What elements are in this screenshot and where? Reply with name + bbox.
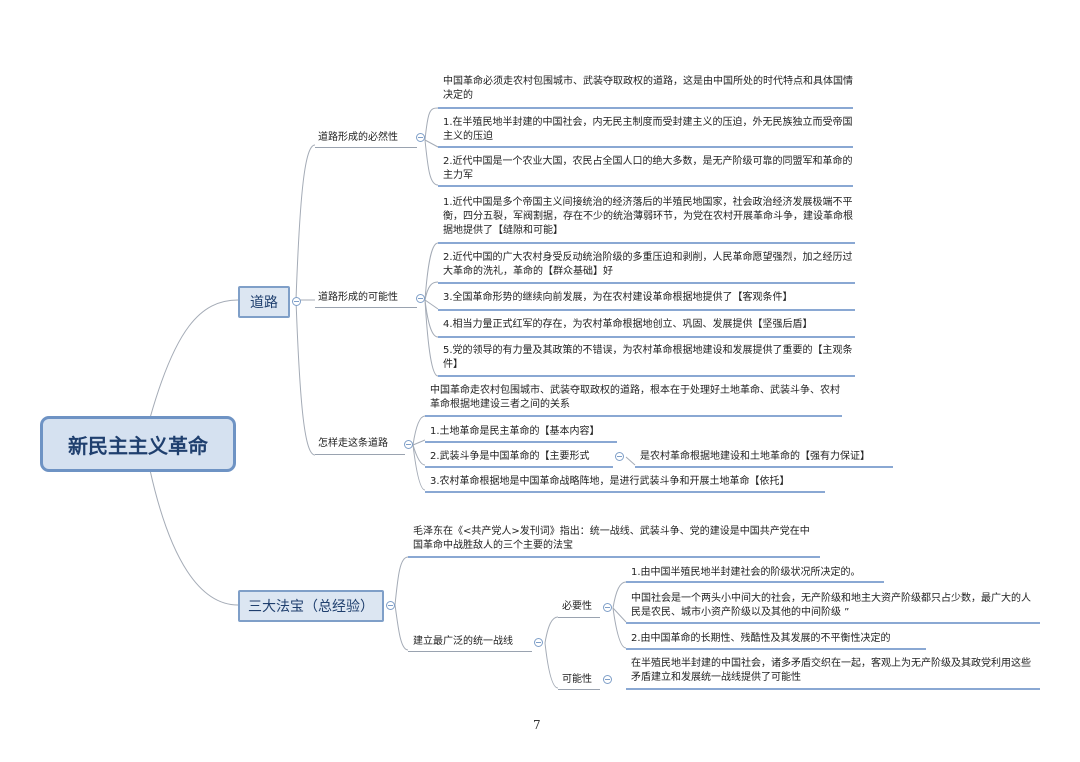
leaf-underline <box>626 581 884 583</box>
leaf-how-1[interactable]: 1.土地革命是民主革命的【基本内容】 <box>430 425 600 439</box>
underline-united-front <box>408 651 532 652</box>
underline-uf-possibility <box>558 689 600 690</box>
leaf-underline <box>438 185 853 187</box>
collapse-necessity-icon[interactable] <box>416 133 425 142</box>
node-united-front[interactable]: 建立最广泛的统一战线 <box>413 635 513 649</box>
collapse-united-front-icon[interactable] <box>534 638 543 647</box>
leaf-possibility-3[interactable]: 4.相当力量正式红军的存在，为农村革命根据地创立、巩固、发展提供【坚强后盾】 <box>443 318 813 332</box>
leaf-text: 4.相当力量正式红军的存在，为农村革命根据地创立、巩固、发展提供【坚强后盾】 <box>443 319 813 330</box>
leaf-uf-necessity-1[interactable]: 中国社会是一个两头小中间大的社会，无产阶级和地主大资产阶级都只占少数，最广大的人… <box>631 592 1036 620</box>
node-road[interactable]: 道路 <box>238 286 290 318</box>
leaf-possibility-2[interactable]: 3.全国革命形势的继续向前发展，为在农村建设革命根据地提供了【客观条件】 <box>443 291 793 305</box>
leaf-necessity-0[interactable]: 中国革命必须走农村包围城市、武装夺取政权的道路，这是由中国所处的时代特点和具体国… <box>443 75 853 103</box>
leaf-text: 1.在半殖民地半封建的中国社会，内无民主制度而受封建主义的压迫，外无民族独立而受… <box>443 117 853 142</box>
leaf-text: 5.党的领导的有力量及其政策的不错误，为农村革命根据地建设和发展提供了重要的【主… <box>443 345 853 370</box>
leaf-text: 1.由中国半殖民地半封建社会的阶级状况所决定的。 <box>631 567 861 578</box>
leaf-text: 1.土地革命是民主革命的【基本内容】 <box>430 426 600 437</box>
leaf-text: 1.近代中国是多个帝国主义间接统治的经济落后的半殖民地国家，社会政治经济发展极端… <box>443 197 853 236</box>
leaf-how-2-child[interactable]: 是农村革命根据地建设和土地革命的【强有力保证】 <box>640 450 870 464</box>
collapse-uf-necessity-icon[interactable] <box>603 603 612 612</box>
leaf-text: 2.由中国革命的长期性、残酷性及其发展的不平衡性决定的 <box>631 633 891 644</box>
leaf-uf-necessity-2[interactable]: 2.由中国革命的长期性、残酷性及其发展的不平衡性决定的 <box>631 632 891 646</box>
node-treasures[interactable]: 三大法宝（总经验） <box>238 590 384 622</box>
node-how[interactable]: 怎样走这条道路 <box>318 437 388 451</box>
node-uf-possibility-label: 可能性 <box>562 674 592 685</box>
node-uf-possibility[interactable]: 可能性 <box>562 673 592 687</box>
leaf-underline <box>438 309 855 311</box>
leaf-uf-necessity-0[interactable]: 1.由中国半殖民地半封建社会的阶级状况所决定的。 <box>631 566 861 580</box>
leaf-text: 是农村革命根据地建设和土地革命的【强有力保证】 <box>640 451 870 462</box>
leaf-underline <box>626 622 1040 624</box>
node-necessity-label: 道路形成的必然性 <box>318 132 398 143</box>
underline-necessity <box>315 147 417 148</box>
collapse-possibility-icon[interactable] <box>416 294 425 303</box>
leaf-uf-possibility[interactable]: 在半殖民地半封建的中国社会，诸多矛盾交织在一起，客观上为无产阶级及其政党利用这些… <box>631 657 1036 685</box>
leaf-treasures-intro[interactable]: 毛泽东在《<共产党人>发刊词》指出：统一战线、武装斗争、党的建设是中国共产党在中… <box>413 525 818 553</box>
node-treasures-label: 三大法宝（总经验） <box>248 599 374 615</box>
node-how-label: 怎样走这条道路 <box>318 438 388 449</box>
collapse-road-icon[interactable] <box>292 297 301 306</box>
leaf-how-intro[interactable]: 中国革命走农村包围城市、武装夺取政权的道路，根本在于处理好土地革命、武装斗争、农… <box>430 384 840 412</box>
root-label: 新民主主义革命 <box>68 433 208 458</box>
leaf-underline <box>425 491 825 493</box>
leaf-possibility-4[interactable]: 5.党的领导的有力量及其政策的不错误，为农村革命根据地建设和发展提供了重要的【主… <box>443 344 855 372</box>
leaf-underline <box>425 415 842 417</box>
collapse-how-icon[interactable] <box>404 440 413 449</box>
leaf-text: 中国社会是一个两头小中间大的社会，无产阶级和地主大资产阶级都只占少数，最广大的人… <box>631 593 1031 618</box>
leaf-underline <box>438 107 853 109</box>
node-road-label: 道路 <box>250 295 278 311</box>
leaf-text: 毛泽东在《<共产党人>发刊词》指出：统一战线、武装斗争、党的建设是中国共产党在中… <box>413 526 810 551</box>
leaf-text: 3.农村革命根据地是中国革命战略阵地，是进行武装斗争和开展土地革命【依托】 <box>430 476 790 487</box>
underline-possibility <box>315 307 417 308</box>
leaf-text: 在半殖民地半封建的中国社会，诸多矛盾交织在一起，客观上为无产阶级及其政党利用这些… <box>631 658 1031 683</box>
leaf-underline <box>438 336 855 338</box>
node-uf-necessity-label: 必要性 <box>562 601 592 612</box>
node-united-front-label: 建立最广泛的统一战线 <box>413 636 513 647</box>
node-possibility[interactable]: 道路形成的可能性 <box>318 291 398 305</box>
node-necessity[interactable]: 道路形成的必然性 <box>318 131 398 145</box>
collapse-how2-icon[interactable] <box>615 452 624 461</box>
root-node[interactable]: 新民主主义革命 <box>40 416 236 472</box>
node-uf-necessity[interactable]: 必要性 <box>562 600 592 614</box>
leaf-possibility-1[interactable]: 2.近代中国的广大农村身受反动统治阶级的多重压迫和剥削，人民革命愿望强烈，加之经… <box>443 251 855 279</box>
collapse-uf-possibility-icon[interactable] <box>603 675 612 684</box>
leaf-underline <box>438 375 855 377</box>
leaf-necessity-1[interactable]: 1.在半殖民地半封建的中国社会，内无民主制度而受封建主义的压迫，外无民族独立而受… <box>443 116 853 144</box>
leaf-possibility-0[interactable]: 1.近代中国是多个帝国主义间接统治的经济落后的半殖民地国家，社会政治经济发展极端… <box>443 196 855 238</box>
collapse-treasures-icon[interactable] <box>386 601 395 610</box>
leaf-underline <box>408 556 820 558</box>
leaf-how-3[interactable]: 3.农村革命根据地是中国革命战略阵地，是进行武装斗争和开展土地革命【依托】 <box>430 475 790 489</box>
leaf-text: 中国革命必须走农村包围城市、武装夺取政权的道路，这是由中国所处的时代特点和具体国… <box>443 76 853 101</box>
leaf-text: 2.武装斗争是中国革命的【主要形式 <box>430 451 590 462</box>
leaf-underline <box>626 688 1040 690</box>
leaf-text: 2.近代中国是一个农业大国，农民占全国人口的绝大多数，是无产阶级可靠的同盟军和革… <box>443 156 853 181</box>
underline-how <box>315 454 405 455</box>
leaf-underline <box>635 466 893 468</box>
page-number: 7 <box>533 718 541 732</box>
leaf-underline <box>626 648 926 650</box>
leaf-underline <box>438 282 855 284</box>
leaf-necessity-2[interactable]: 2.近代中国是一个农业大国，农民占全国人口的绝大多数，是无产阶级可靠的同盟军和革… <box>443 155 853 183</box>
underline-uf-necessity <box>558 617 600 618</box>
leaf-text: 中国革命走农村包围城市、武装夺取政权的道路，根本在于处理好土地革命、武装斗争、农… <box>430 385 840 410</box>
leaf-underline <box>425 441 617 443</box>
leaf-underline <box>438 146 853 148</box>
leaf-text: 2.近代中国的广大农村身受反动统治阶级的多重压迫和剥削，人民革命愿望强烈，加之经… <box>443 252 853 277</box>
leaf-underline <box>438 242 855 244</box>
leaf-underline <box>425 466 613 468</box>
leaf-text: 3.全国革命形势的继续向前发展，为在农村建设革命根据地提供了【客观条件】 <box>443 292 793 303</box>
node-possibility-label: 道路形成的可能性 <box>318 292 398 303</box>
leaf-how-2[interactable]: 2.武装斗争是中国革命的【主要形式 <box>430 450 590 464</box>
